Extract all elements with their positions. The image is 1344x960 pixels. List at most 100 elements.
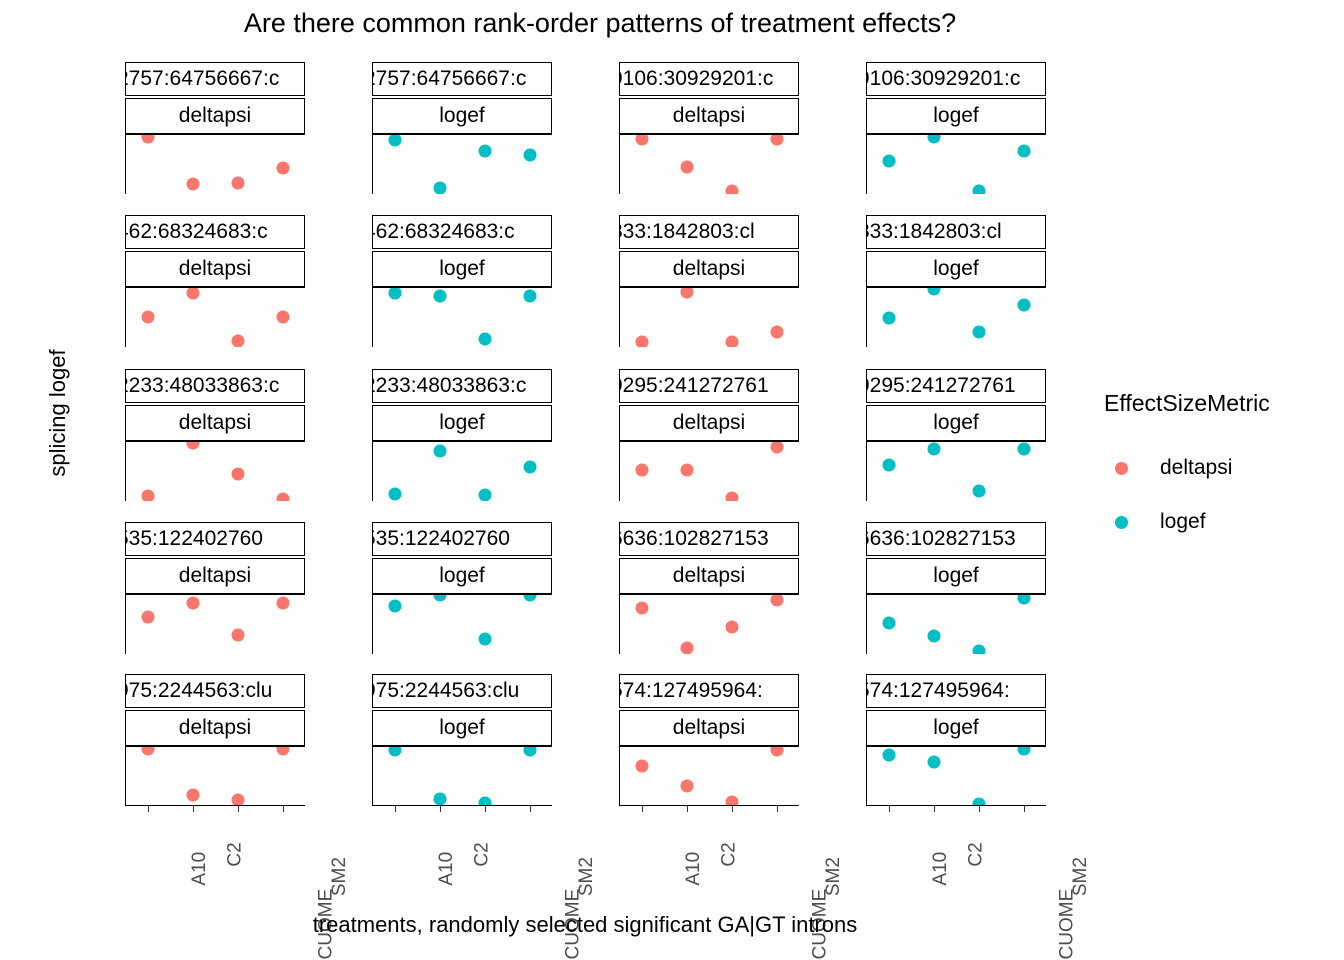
panel-plot-area: 0.40.30.20.10.0	[866, 594, 1046, 654]
facet-strip-intron-id: 975:2244563:clu	[372, 674, 552, 708]
data-point	[523, 594, 536, 602]
x-axis-tick	[1023, 806, 1026, 812]
data-point	[680, 463, 693, 477]
panel-plot-area: 0.0050.000	[619, 441, 799, 501]
x-axis-tick-label: C2	[964, 842, 986, 867]
facet-strip-intron-id-label: 9106:30929201:c	[619, 67, 774, 90]
data-point	[680, 287, 693, 299]
data-point	[186, 177, 199, 191]
data-point	[972, 484, 985, 498]
facet-strip-intron-id-label: 2233:48033863:c	[125, 374, 280, 397]
facet-strip-intron-id: 975:2244563:clu	[125, 674, 305, 708]
panel-border	[125, 746, 305, 806]
facet-strip-intron-id-label: 833:1842803:cl	[619, 220, 755, 243]
facet-strip-metric-label: deltapsi	[672, 716, 746, 739]
facet-strip-metric-label: deltapsi	[178, 257, 252, 280]
facet-strip-intron-id: 6636:102827153	[619, 522, 799, 556]
panel-plot-area: 0.0030.0020.0010.000	[619, 594, 799, 654]
data-point	[770, 134, 783, 146]
facet-strip-intron-id-label: 574:127495964:	[619, 679, 763, 702]
facet-strip-metric-label: logef	[439, 104, 485, 127]
facet-strip-metric: deltapsi	[125, 251, 305, 287]
facet-panel: 2233:48033863:clogef0.40.0-0.4-0.8	[372, 369, 552, 501]
facet-panel: 462:68324683:c deltapsi 0.0400.0350.0300.0…	[125, 215, 305, 347]
facet-strip-intron-id-label: 2757:64756667:c	[125, 67, 280, 90]
data-point	[882, 154, 895, 168]
facet-strip-intron-id-label: 975:2244563:clu	[372, 679, 520, 702]
y-axis-title: splicing logef	[45, 349, 70, 477]
facet-strip-intron-id: 2757:64756667:c	[372, 62, 552, 96]
data-point	[972, 644, 985, 654]
facet-strip-metric-label: logef	[439, 411, 485, 434]
facet-strip-metric-label: logef	[439, 564, 485, 587]
data-point	[927, 629, 940, 643]
facet-strip-intron-id-label: 9295:241272761	[619, 374, 769, 397]
x-axis-tick-label: A10	[929, 851, 951, 886]
data-point	[635, 335, 648, 347]
facet-strip-intron-id-label: 535:122402760	[125, 527, 263, 550]
facet-panel: 975:2244563:clulogef0.90.60.3	[372, 674, 552, 806]
x-axis-tick	[776, 806, 779, 812]
facet-strip-metric-label: logef	[933, 411, 979, 434]
facet-panel: 9295:241272761logef0.10.0-0.1	[866, 369, 1046, 501]
data-point	[231, 176, 244, 190]
x-axis-tick	[394, 806, 397, 812]
data-point	[478, 796, 491, 806]
facet-strip-intron-id: 462:68324683:c	[372, 215, 552, 249]
x-axis-tick	[484, 806, 487, 812]
data-point	[1017, 594, 1030, 605]
data-point	[770, 325, 783, 339]
data-point	[927, 755, 940, 769]
legend-items: deltapsi logef	[1104, 441, 1334, 549]
x-axis-title: treatments, randomly selected significan…	[312, 912, 858, 937]
x-axis-tick-label: C2	[717, 842, 739, 867]
facet-strip-metric: deltapsi	[619, 405, 799, 441]
data-point	[276, 310, 289, 324]
x-axis-tick	[933, 806, 936, 812]
facet-strip-metric-label: deltapsi	[672, 411, 746, 434]
x-axis-tick-label: A10	[188, 851, 210, 886]
page-title: Are there common rank-order patterns of …	[243, 8, 957, 38]
x-axis-tick	[529, 806, 532, 812]
facet-panel: 9295:241272761 deltapsi 0.0050.000	[619, 369, 799, 501]
data-point	[972, 184, 985, 194]
x-axis-tick-label: A10	[682, 851, 704, 886]
data-point	[770, 441, 783, 454]
facet-strip-metric: logef	[866, 558, 1046, 594]
x-axis-tick	[192, 806, 195, 812]
x-axis-tick	[978, 806, 981, 812]
facet-strip-metric-label: deltapsi	[178, 104, 252, 127]
facet-strip-metric-label: deltapsi	[178, 564, 252, 587]
facet-strip-metric: deltapsi	[125, 98, 305, 134]
x-axis-tick	[237, 806, 240, 812]
data-point	[523, 746, 536, 757]
x-axis-tick-label: A10	[435, 851, 457, 886]
facet-panel: 574:127495964:deltapsi0.250.200.150.100.…	[619, 674, 799, 806]
x-axis-tick-label: SM2	[1069, 857, 1091, 897]
facet-strip-metric: deltapsi	[619, 558, 799, 594]
legend-label: deltapsi	[1160, 456, 1233, 479]
data-point	[927, 134, 940, 144]
data-point	[770, 594, 783, 607]
facet-strip-metric-label: logef	[933, 564, 979, 587]
facet-strip-intron-id-label: 462:68324683:c	[125, 220, 268, 243]
data-point	[680, 779, 693, 793]
facet-strip-intron-id-label: 833:1842803:cl	[866, 220, 1002, 243]
legend-dot-icon	[1114, 461, 1128, 475]
panel-plot-area: 2.01.51.00.50.0	[372, 594, 552, 654]
data-point	[186, 287, 199, 300]
facet-strip-metric-label: logef	[933, 104, 979, 127]
panel-plot-area: 0.0400.0350.0300.025	[125, 287, 305, 347]
facet-strip-intron-id-label: 6636:102827153	[619, 527, 769, 550]
data-point	[635, 134, 648, 146]
legend-item[interactable]: logef	[1104, 495, 1334, 549]
panel-plot-area: 0.250.200.150.10	[372, 287, 552, 347]
legend-item[interactable]: deltapsi	[1104, 441, 1334, 495]
x-axis-tick-label: CUOME	[1056, 888, 1078, 960]
data-point	[635, 463, 648, 477]
legend-label: logef	[1160, 510, 1206, 533]
facet-strip-metric: logef	[866, 98, 1046, 134]
data-point	[231, 793, 244, 806]
